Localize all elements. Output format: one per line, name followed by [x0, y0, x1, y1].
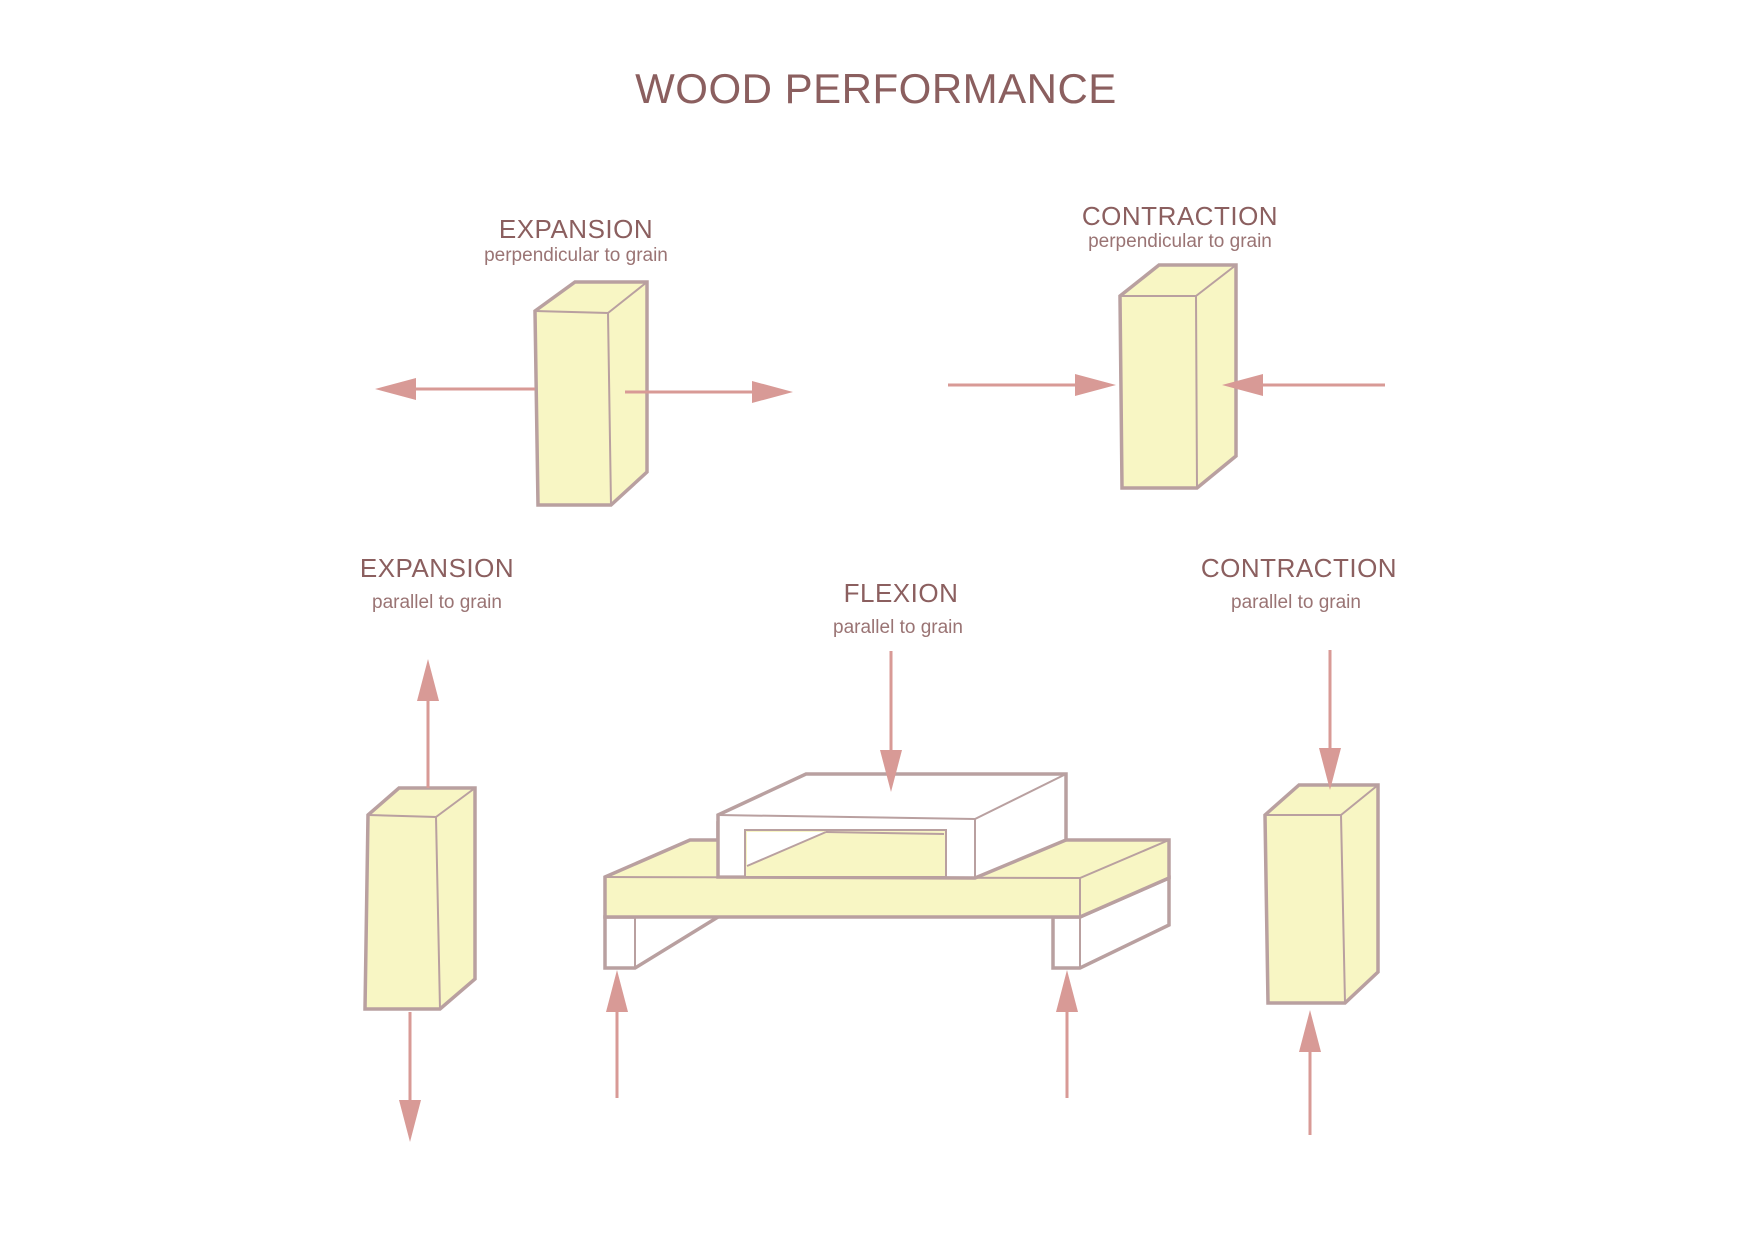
panel-label: FLEXION [844, 578, 959, 608]
arrow-down [399, 1012, 421, 1142]
panel-sublabel: perpendicular to grain [484, 245, 668, 266]
arrow-up-right [1056, 970, 1078, 1098]
panel-label: EXPANSION [360, 553, 514, 583]
arrow-down [1319, 650, 1341, 790]
panel-contraction-parallel: CONTRACTION parallel to grain [1201, 553, 1397, 1135]
panel-expansion-parallel: EXPANSION parallel to grain [360, 553, 514, 1142]
panel-sublabel: parallel to grain [1231, 592, 1361, 613]
wood-block [1263, 783, 1380, 1005]
arrow-up [1299, 1010, 1321, 1135]
wood-block [533, 280, 649, 507]
arrow-down [880, 651, 902, 792]
panel-flexion-parallel: FLEXION parallel to grain [603, 578, 1171, 1098]
arrow-right [948, 374, 1116, 396]
arrow-left [1222, 374, 1385, 396]
arrow-left [375, 378, 535, 400]
panel-expansion-perpendicular: EXPANSION perpendicular to grain [375, 214, 793, 507]
arrow-right [625, 381, 793, 403]
wood-block [1118, 263, 1238, 490]
wood-block [363, 786, 477, 1011]
panel-label: CONTRACTION [1201, 553, 1397, 583]
load-block [716, 772, 1068, 880]
panel-sublabel: parallel to grain [833, 617, 963, 638]
panel-sublabel: perpendicular to grain [1088, 231, 1272, 252]
panel-contraction-perpendicular: CONTRACTION perpendicular to grain [948, 201, 1385, 490]
panel-sublabel: parallel to grain [372, 592, 502, 613]
panel-label: EXPANSION [499, 214, 653, 244]
page-title: WOOD PERFORMANCE [635, 65, 1117, 112]
arrow-up [417, 659, 439, 788]
arrow-up-left [606, 970, 628, 1098]
panel-label: CONTRACTION [1082, 201, 1278, 231]
